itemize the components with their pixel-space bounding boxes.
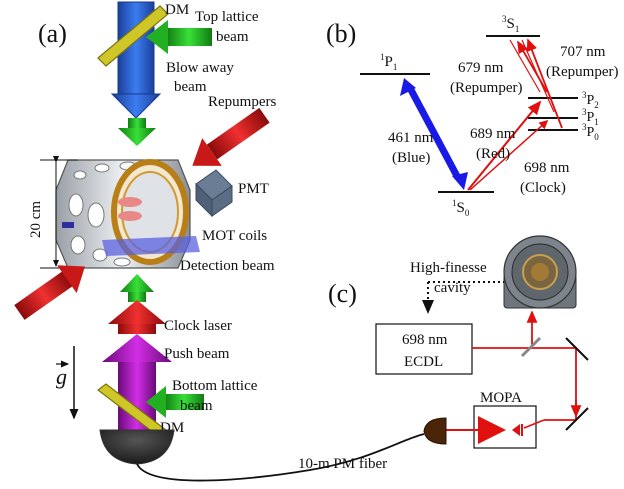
label-707-repumper: (Repumper) [546,64,618,80]
detection-beam-label: Detection beam [180,258,275,274]
mot-beam-arrow-lower [14,265,85,320]
repumper-beam-arrow [192,107,270,166]
label-3s1: 3S1 [502,14,519,34]
push-beam-label: Push beam [164,346,230,362]
blow-away-label-1: Blow away [166,60,234,76]
transition-461-blue [400,78,468,190]
fiber-coupler [423,417,447,445]
cavity-device [503,235,577,309]
mopa-amplifier [478,416,506,444]
green-beam-arrow-top [118,118,156,146]
label-461-blue: (Blue) [392,150,430,166]
label-679-repumper: (Repumper) [450,80,522,96]
bottom-lattice-label-2: beam [180,398,213,414]
panel-c: (c) High-finesse cavity 698 nm ECDL MOPA [328,235,589,449]
fiber-collimator [99,429,175,465]
mirror-bottom-right [565,407,589,431]
label-689-red: (Red) [476,146,510,162]
pmt-label: PMT [238,181,269,197]
cavity-label-2: cavity [434,280,471,296]
laser-path-main [472,347,577,421]
transition-679-return [509,39,541,93]
label-3p0: 3P0 [582,122,599,142]
label-3p2: 3P2 [582,90,599,110]
mirror-top-right [565,337,589,361]
panel-label-c: (c) [328,279,357,308]
label-707: 707 nm [560,44,606,60]
panel-b: (b) 1P1 3S1 3P2 3P1 3P0 1S0 461 nm (Blue… [326,14,618,218]
mopa-input-beam [523,419,545,429]
bottom-lattice-beam-arrow [146,386,204,418]
top-lattice-label-1: Top lattice [195,9,259,25]
panel-a: (a) DM Top lattice beam Blow away beam R… [14,1,425,482]
blow-away-label-2: beam [174,79,207,95]
ecdl-label-1: 698 nm [402,332,448,348]
detection-beam-plane [102,236,200,256]
gravity-label: g [56,364,67,389]
label-1s0: 1S0 [452,198,470,218]
transition-689-red [467,100,542,191]
clock-laser-label: Clock laser [164,318,232,334]
green-beam-arrow-bottom [120,274,154,302]
transition-707-return [521,39,555,113]
pmt-detector [195,169,233,218]
transition-698-clock [469,119,549,191]
panel-label-b: (b) [326,19,356,48]
size-label: 20 cm [28,201,44,238]
label-3p1: 3P1 [582,107,599,127]
detection-port [62,222,74,228]
label-698: 698 nm [524,160,570,176]
transition-707-repumper [526,38,563,129]
pm-fiber [136,433,425,482]
mopa-label: MOPA [480,390,522,406]
label-679: 679 nm [458,60,504,76]
top-lattice-label-2: beam [216,29,249,45]
top-lattice-beam-arrow [146,20,212,54]
panel-label-a: (a) [38,19,67,48]
ecdl-box [375,323,473,375]
transition-679-repumper [517,40,548,93]
dm-top-label: DM [165,2,189,18]
mot-coils-label: MOT coils [202,228,267,244]
label-689: 689 nm [470,126,516,142]
label-698-clock: (Clock) [520,180,566,196]
repumpers-label: Repumpers [208,94,276,110]
bottom-lattice-label-1: Bottom lattice [172,378,258,394]
dm-mirror-top [97,5,169,67]
beam-splitter [520,336,542,358]
clock-laser-arrow [108,300,166,334]
label-1p1: 1P1 [380,52,397,72]
ecdl-label-2: ECDL [404,354,443,370]
mopa-seed-diode [512,424,520,436]
cavity-label-1: High-finesse [410,260,487,276]
label-461: 461 nm [388,130,434,146]
fiber-label: 10-m PM fiber [298,456,387,472]
